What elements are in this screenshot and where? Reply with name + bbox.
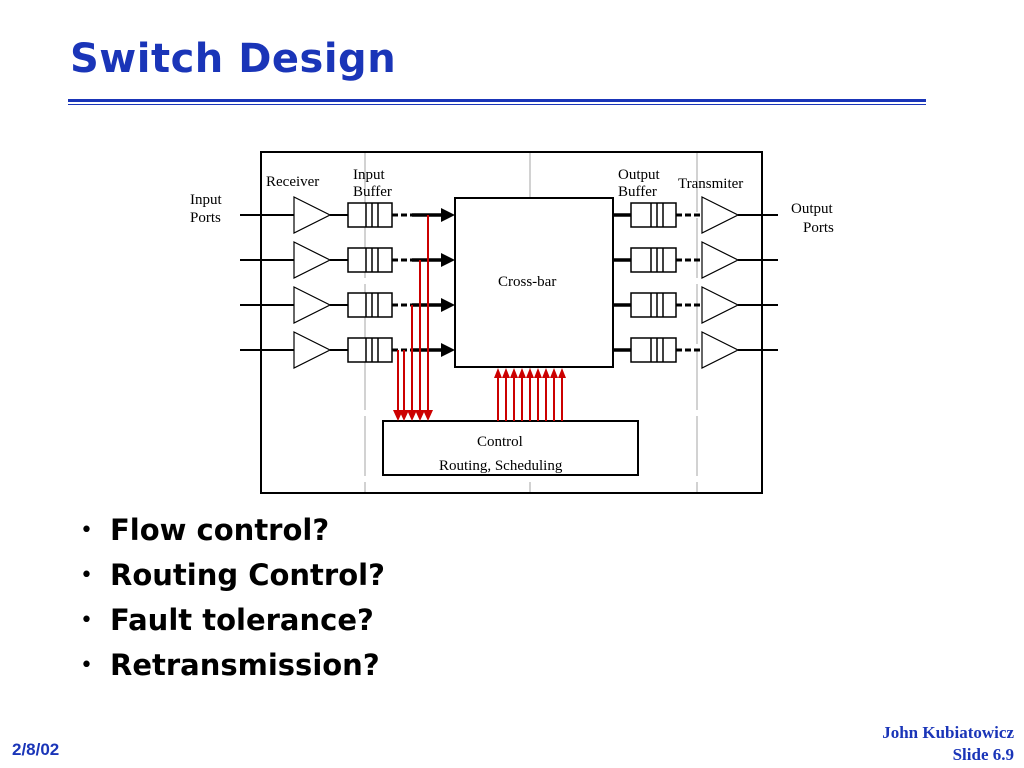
input-buffer xyxy=(347,337,393,363)
input-buffer xyxy=(347,292,393,318)
input-ports-label-2: Ports xyxy=(190,210,221,226)
port-row xyxy=(240,286,778,324)
title-underline xyxy=(68,99,926,102)
crossbar-control-arrowhead xyxy=(510,368,518,378)
bullet-glyph: • xyxy=(80,518,93,543)
crossbar-control-arrowhead xyxy=(558,368,566,378)
output-buffer-label-1: Output xyxy=(618,167,661,183)
output-buffer xyxy=(630,247,677,273)
receiver-triangle xyxy=(293,241,332,279)
crossbar-label: Cross-bar xyxy=(498,274,556,290)
control-box xyxy=(382,420,639,476)
footer-author: John Kubiatowicz xyxy=(882,723,1014,742)
bullet-flow-control: • Flow control? xyxy=(80,508,385,553)
bullet-list: • Flow control? • Routing Control? • Fault … xyxy=(80,508,385,688)
input-buffer xyxy=(347,202,393,228)
input-buffer xyxy=(347,247,393,273)
receiver-triangle xyxy=(293,286,332,324)
output-buffer xyxy=(630,292,677,318)
control-signal-arrowhead xyxy=(423,410,433,421)
switch-frame xyxy=(260,151,763,494)
bullet-fault-tolerance: • Fault tolerance? xyxy=(80,598,385,643)
ports-layer xyxy=(240,196,778,369)
port-row xyxy=(240,331,778,369)
bullet-text: Retransmission? xyxy=(110,648,380,682)
output-buffer xyxy=(630,337,677,363)
crossbar-box xyxy=(454,197,614,368)
input-arrowhead xyxy=(441,343,455,357)
crossbar-control-arrowhead xyxy=(542,368,550,378)
crossbar-control-arrowhead xyxy=(518,368,526,378)
receiver-triangle xyxy=(293,196,332,234)
bullet-glyph: • xyxy=(80,563,93,588)
bullet-retransmission: • Retransmission? xyxy=(80,643,385,688)
transmitter-label: Transmiter xyxy=(678,176,743,192)
input-buffer-label-2: Buffer xyxy=(353,184,392,200)
crossbar-control-arrowhead xyxy=(494,368,502,378)
crossbar-control-arrowhead xyxy=(502,368,510,378)
output-buffer-label-2: Buffer xyxy=(618,184,657,200)
port-row xyxy=(240,196,778,234)
control-sublabel: Routing, Scheduling xyxy=(439,458,563,474)
transmitter-triangle xyxy=(701,241,740,279)
control-arrows xyxy=(393,215,566,421)
bullet-text: Routing Control? xyxy=(110,558,385,592)
output-ports-label-2: Ports xyxy=(803,220,834,236)
port-row xyxy=(240,241,778,279)
slide-title: Switch Design xyxy=(70,36,397,82)
input-buffer-label-1: Input xyxy=(353,167,385,183)
bullet-glyph: • xyxy=(80,608,93,633)
crossbar-control-arrowhead xyxy=(550,368,558,378)
input-arrowhead xyxy=(441,253,455,267)
bullet-glyph: • xyxy=(80,653,93,678)
title-underline-thin xyxy=(68,104,926,105)
transmitter-triangle xyxy=(701,286,740,324)
control-signal-arrowhead xyxy=(415,410,425,421)
input-ports-label-1: Input xyxy=(190,192,222,208)
receiver-label: Receiver xyxy=(266,174,319,190)
control-label: Control xyxy=(477,434,523,450)
input-arrowhead xyxy=(441,298,455,312)
bullet-text: Flow control? xyxy=(110,513,330,547)
transmitter-triangle xyxy=(701,331,740,369)
output-ports-label-1: Output xyxy=(791,201,834,217)
bullet-routing-control: • Routing Control? xyxy=(80,553,385,598)
footer-slide-number: Slide 6.9 xyxy=(952,745,1014,764)
control-signal-arrowhead xyxy=(407,410,417,421)
control-signal-arrowhead xyxy=(393,410,403,421)
output-buffer xyxy=(630,202,677,228)
footer-date: 2/8/02 xyxy=(12,740,60,759)
bullet-text: Fault tolerance? xyxy=(110,603,374,637)
input-arrowhead xyxy=(441,208,455,222)
footer-credits: John Kubiatowicz Slide 6.9 xyxy=(882,722,1014,766)
receiver-triangle xyxy=(293,331,332,369)
crossbar-control-arrowhead xyxy=(534,368,542,378)
crossbar-control-arrowhead xyxy=(526,368,534,378)
transmitter-triangle xyxy=(701,196,740,234)
